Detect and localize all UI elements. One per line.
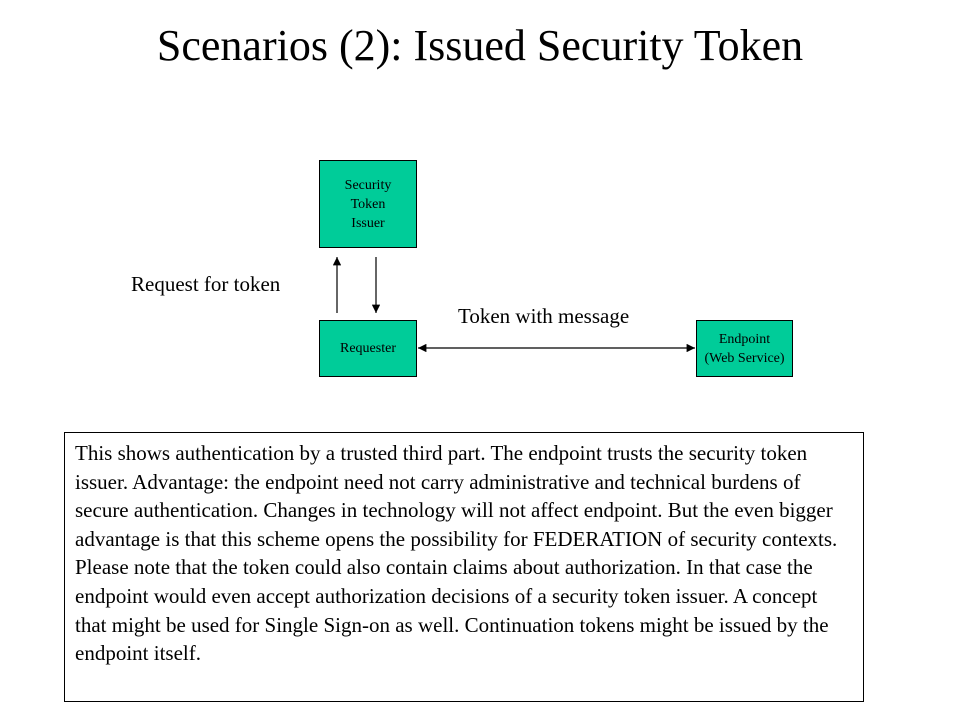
slide-title: Scenarios (2): Issued Security Token [156,21,804,70]
node-requester-label: Requester [340,341,396,356]
label-request-for-token: Request for token [131,272,281,296]
node-endpoint: Endpoint (Web Service) [696,320,793,377]
label-token-with-message: Token with message [458,304,630,328]
node-requester: Requester [319,320,417,377]
node-issuer-label: Security Token Issuer [344,177,392,231]
node-security-token-issuer: Security Token Issuer [319,160,417,248]
node-endpoint-label: Endpoint (Web Service) [704,331,785,366]
explanation-textbox: This shows authentication by a trusted t… [64,432,864,702]
